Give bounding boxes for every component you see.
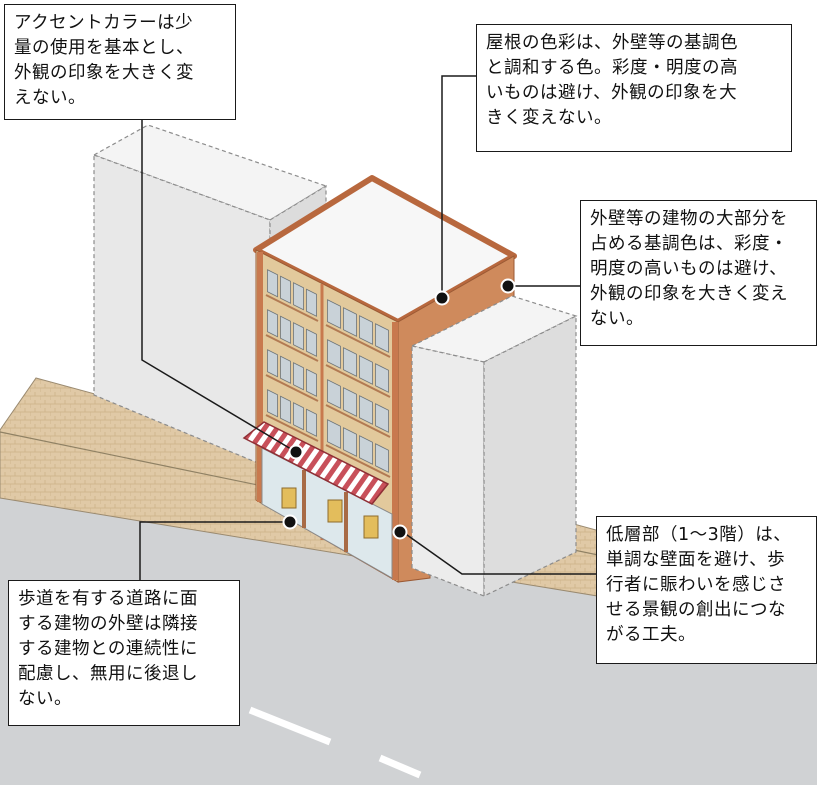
lane-dash bbox=[248, 706, 332, 746]
window-pane bbox=[267, 349, 278, 378]
window-pane bbox=[375, 363, 389, 393]
window-pane bbox=[267, 269, 278, 298]
window-pane bbox=[306, 368, 317, 397]
window-ledge bbox=[325, 444, 391, 478]
leader-accent bbox=[141, 120, 297, 453]
window-pane bbox=[280, 395, 291, 424]
window-pane bbox=[327, 339, 341, 369]
window-pane bbox=[359, 315, 373, 345]
window-ledge bbox=[325, 404, 391, 438]
window-pane bbox=[306, 408, 317, 437]
window-pane bbox=[267, 389, 278, 418]
window-pane bbox=[359, 435, 373, 465]
leader-roof bbox=[441, 75, 476, 296]
window-pane bbox=[375, 323, 389, 353]
accent-color-callout: アクセントカラーは少 量の使用を基本とし、 外観の印象を大きく変 えない。 bbox=[4, 4, 236, 120]
window-ledge bbox=[265, 414, 319, 442]
window-pane bbox=[280, 315, 291, 344]
window-pane bbox=[327, 419, 341, 449]
window-pane bbox=[306, 288, 317, 317]
window-ledge bbox=[265, 294, 319, 322]
leader-lower bbox=[399, 529, 596, 575]
window-pane bbox=[343, 307, 357, 337]
window-ledge bbox=[265, 374, 319, 402]
window-pane bbox=[343, 427, 357, 457]
window-pane bbox=[267, 309, 278, 338]
window-pane bbox=[327, 379, 341, 409]
right-neighbor-building bbox=[410, 295, 578, 597]
window-pane bbox=[293, 282, 304, 311]
window-pane bbox=[375, 403, 389, 433]
window-pane bbox=[343, 347, 357, 377]
sidewalk-marker bbox=[282, 514, 298, 530]
window-pane bbox=[375, 443, 389, 473]
window-pane bbox=[293, 402, 304, 431]
lower-marker bbox=[392, 524, 408, 540]
roof-marker bbox=[434, 290, 450, 306]
window-ledge bbox=[325, 364, 391, 398]
roof-color-callout: 屋根の色彩は、外壁等の基調色 と調和する色。彩度・明度の高 いものは避け、外観の… bbox=[476, 24, 792, 152]
sidewalk-facade-callout: 歩道を有する道路に面 する建物の外壁は隣接 する建物との連続性に 配慮し、無用に… bbox=[8, 580, 240, 726]
lower-floors-callout: 低層部（1～3階）は、 単調な壁面を避け、歩 行者に賑わいを感じさ せる景観の創… bbox=[596, 516, 817, 664]
window-pane bbox=[306, 328, 317, 357]
storefront bbox=[261, 447, 393, 579]
wall-base-color-callout: 外壁等の建物の大部分を 占める基調色は、彩度・ 明度の高いものは避け、 外観の印… bbox=[580, 200, 817, 346]
accent-marker bbox=[288, 444, 304, 460]
window-pane bbox=[359, 395, 373, 425]
leader-lines bbox=[139, 75, 596, 580]
lane-dash bbox=[378, 754, 422, 779]
window-pane bbox=[327, 299, 341, 329]
facade-windows bbox=[265, 269, 391, 478]
window-pane bbox=[293, 362, 304, 391]
leader-sidewalk bbox=[139, 521, 288, 580]
window-pane bbox=[359, 355, 373, 385]
window-pane bbox=[343, 387, 357, 417]
window-pane bbox=[280, 275, 291, 304]
window-pane bbox=[280, 355, 291, 384]
wall-marker bbox=[500, 278, 516, 294]
window-pane bbox=[293, 322, 304, 351]
window-ledge bbox=[265, 334, 319, 362]
window-ledge bbox=[325, 324, 391, 358]
